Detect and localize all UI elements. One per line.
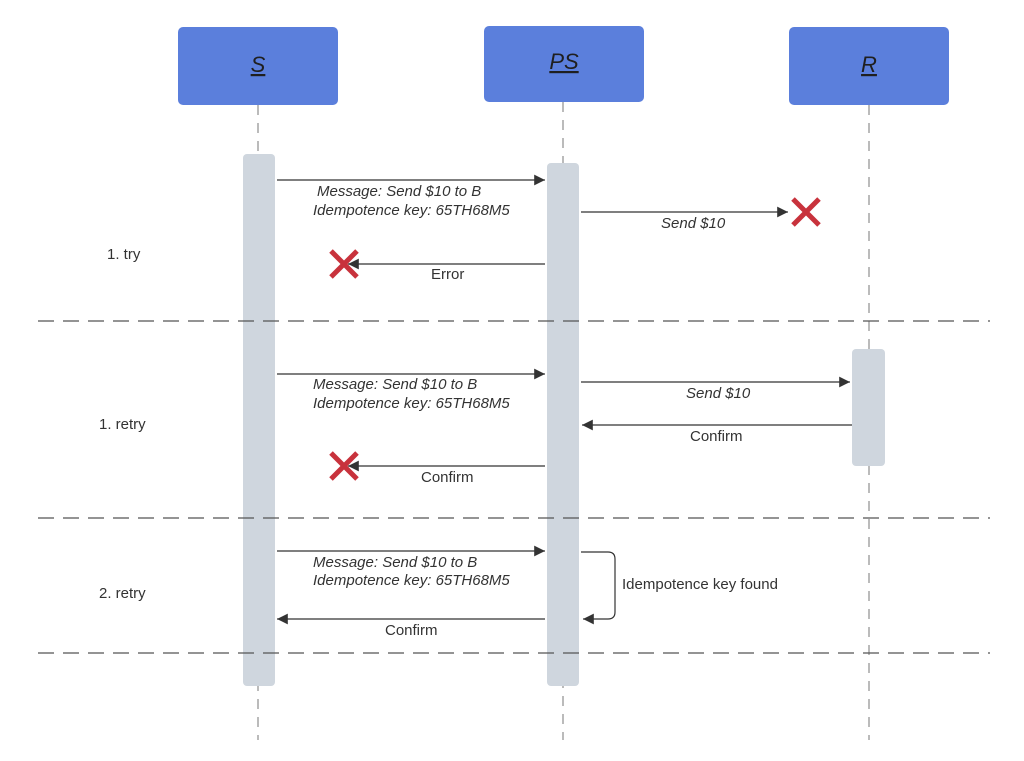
participant-s: S [178, 27, 338, 105]
failure-x-icon [329, 249, 359, 279]
message-label: Send $10 [686, 385, 751, 402]
phase-label-try: 1. try [107, 246, 141, 263]
message-label: Confirm [690, 428, 743, 445]
self-message-arrow [581, 551, 616, 625]
phase-label-retry-1: 1. retry [99, 416, 146, 433]
message-label: Confirm [421, 469, 474, 486]
participant-box-s [178, 27, 338, 105]
participant-r: R [789, 27, 949, 105]
participant-ps: PS [484, 26, 644, 102]
participant-box-ps [484, 26, 644, 102]
message-label: Confirm [385, 622, 438, 639]
failure-x-icon [329, 451, 359, 481]
message-label: Send $10 [661, 215, 726, 232]
participant-label-ps: PS [549, 49, 579, 74]
activation-bar-s [243, 154, 275, 686]
activation-bar-ps [547, 163, 579, 686]
failure-x-icon [791, 197, 821, 227]
message-label: Idempotence key: 65TH68M5 [313, 395, 510, 412]
message-label: Message: Send $10 to B [313, 554, 477, 571]
message-label: Idempotence key: 65TH68M5 [313, 572, 510, 589]
phase-label-retry-2: 2. retry [99, 585, 146, 602]
participant-box-r [789, 27, 949, 105]
self-message-label: Idempotence key found [622, 576, 778, 593]
message-label: Idempotence key: 65TH68M5 [313, 202, 510, 219]
activation-bar-r [852, 349, 885, 466]
message-label: Error [431, 266, 464, 283]
message-label: Message: Send $10 to B [317, 183, 481, 200]
message-label: Message: Send $10 to B [313, 376, 477, 393]
participant-label-r: R [861, 52, 877, 77]
participant-label-s: S [251, 52, 266, 77]
